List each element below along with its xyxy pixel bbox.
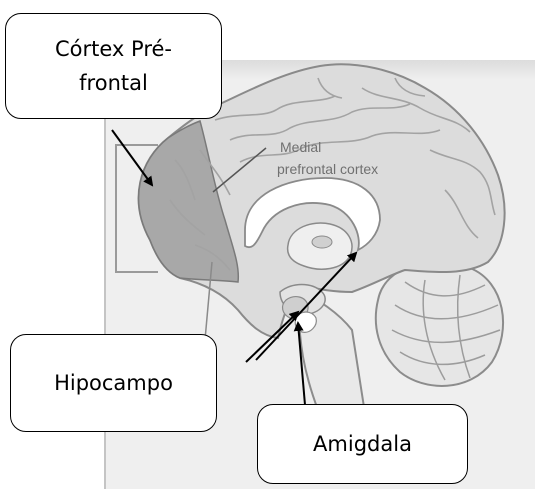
callout-cortex-line1: Córtex Pré-	[55, 32, 172, 66]
cerebellum	[376, 263, 503, 386]
callout-amigdala-text: Amigdala	[313, 427, 412, 461]
medial-label-line1: Medial	[280, 139, 321, 155]
callout-cortex-line2: frontal	[79, 66, 148, 100]
callout-cortex-prefrontal: Córtex Pré- frontal	[5, 13, 222, 119]
callout-hipocampo-text: Hipocampo	[54, 366, 173, 400]
callout-amigdala: Amigdala	[257, 404, 468, 484]
medial-label-line2: prefrontal cortex	[277, 161, 378, 177]
callout-hipocampo: Hipocampo	[10, 334, 217, 432]
ventricle	[312, 236, 332, 248]
